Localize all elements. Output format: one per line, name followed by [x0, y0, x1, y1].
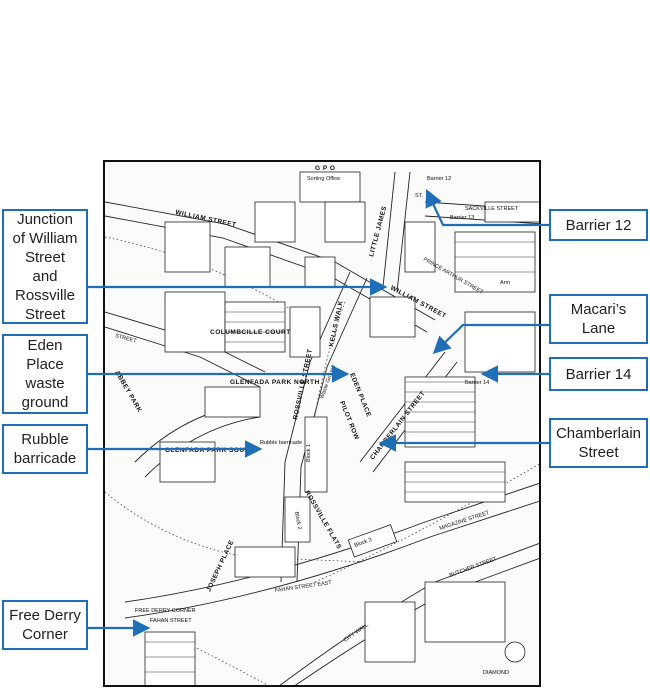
little-james-edge-b: [396, 171, 411, 293]
map-label-glenfada-south: GLENFADA PARK SOUTH: [165, 447, 254, 454]
sackville-edge-b: [424, 215, 539, 225]
block-3-building: [347, 524, 398, 558]
terrace-hatching-4: [455, 241, 535, 273]
kells-walk-block: [289, 306, 321, 358]
chamberlain-edge-a: [359, 351, 446, 463]
street-map: G P O Sorting Office WILLIAM STREET WILL…: [105, 165, 539, 685]
callout-free-derry-corner: Free Derry Corner: [2, 600, 88, 650]
callout-eden-place: Eden Place waste ground: [2, 334, 88, 414]
fahan-street-edge-b: [124, 500, 539, 619]
map-label-sackville: SACKVILLE STREET: [465, 206, 519, 212]
callout-chamberlain-street: Chamberlain Street: [549, 418, 648, 468]
map-frame: G P O Sorting Office WILLIAM STREET WILL…: [103, 160, 541, 687]
map-label-block1: Block 1: [306, 444, 312, 462]
block-north-2: [254, 201, 296, 243]
map-label-arm: Arm: [500, 280, 511, 286]
map-label-block3: Block 3: [354, 537, 373, 549]
block-north-1: [324, 201, 366, 243]
block-william-east: [369, 296, 416, 338]
map-label-columbcille: COLUMBCILLE COURT: [210, 329, 291, 336]
glenfada-north-block: [204, 386, 261, 418]
map-label-fahan-street: FAHAN STREET: [150, 618, 192, 624]
map-label-street: STREET: [114, 333, 137, 345]
map-label-free-derry-corner: FREE DERRY CORNER: [135, 608, 196, 614]
dotted-path-1: [105, 236, 296, 313]
map-label-barrier13: Barrier 13: [450, 215, 474, 221]
block-free-derry: [144, 631, 196, 685]
map-label-st: ST.: [415, 193, 423, 199]
callout-macaris-lane: Macari’s Lane: [549, 294, 648, 344]
joseph-place-block: [234, 546, 296, 578]
block-2-building: [284, 496, 311, 543]
dotted-path-4: [164, 631, 269, 685]
callout-barrier12: Barrier 12: [549, 209, 648, 241]
block-east-2: [464, 311, 536, 373]
block-west-4: [164, 291, 226, 353]
terrace-hatching-3: [225, 311, 285, 343]
block-south-1: [364, 601, 416, 663]
map-label-gpo: G P O: [315, 165, 335, 172]
gpo-building: [299, 171, 361, 203]
block-prince-arthur: [404, 221, 436, 273]
little-james-edge-a: [382, 171, 396, 288]
map-label-sorting-office: Sorting Office: [307, 176, 340, 182]
map-label-barrier14: Barrier 14: [465, 380, 489, 386]
callout-junction: Junction of William Street and Rossville…: [2, 209, 88, 324]
block-1-building: [304, 416, 328, 493]
block-sackville: [484, 201, 539, 223]
map-label-glenfada-north: GLENFADA PARK NORTH: [230, 379, 320, 386]
callout-rubble-barricade: Rubble barricade: [2, 424, 88, 474]
arrow-macari: [432, 323, 549, 355]
callout-barrier14: Barrier 14: [549, 357, 648, 391]
block-south-2: [424, 581, 506, 643]
map-label-barrier12: Barrier 12: [427, 176, 451, 182]
arrow-barrier12: [425, 189, 549, 227]
rossville-street-edge-a: [280, 271, 351, 583]
block-west-1: [164, 221, 211, 273]
map-label-diamond: DIAMOND: [483, 670, 509, 676]
terrace-hatching-1: [405, 381, 475, 433]
terrace-hatching-2: [405, 471, 505, 493]
columbcille-block: [224, 301, 286, 353]
diamond-feature: [504, 641, 526, 663]
map-label-block2: Block 2: [293, 511, 302, 530]
block-west-3: [304, 256, 336, 288]
abbey-road-b: [105, 326, 261, 388]
glenfada-road-b: [144, 416, 261, 478]
terrace-hatching-5: [145, 641, 195, 673]
map-label-rubble-barricade: Rubble barricade: [260, 440, 302, 446]
